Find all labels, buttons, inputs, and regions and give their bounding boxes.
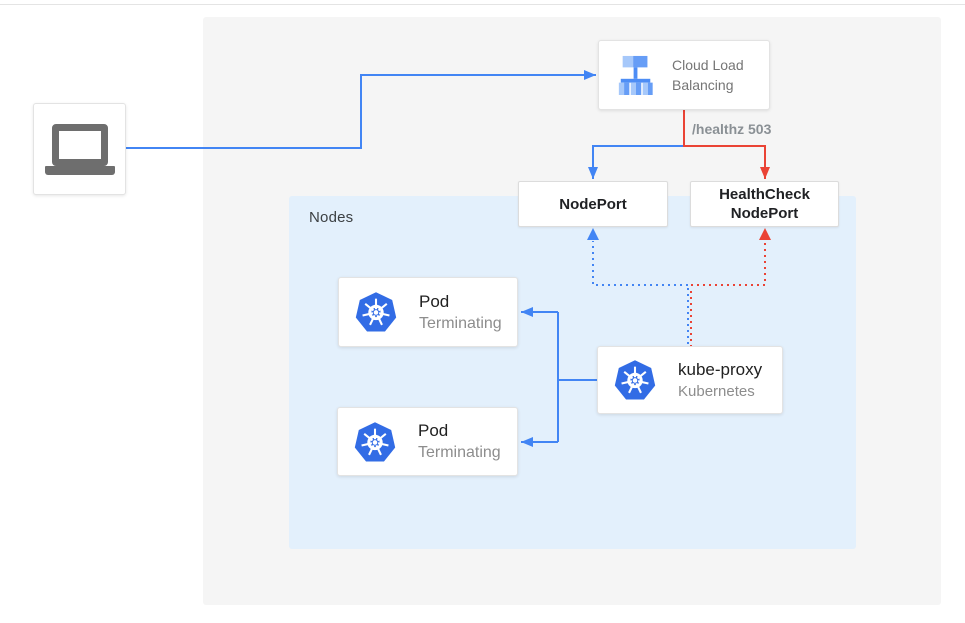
kube-proxy-title: kube-proxy: [678, 359, 763, 379]
laptop-screen: [51, 123, 108, 166]
pod-node-2: Pod Terminating: [337, 407, 518, 476]
kubernetes-icon: [612, 357, 658, 403]
healthz-label: /healthz 503: [692, 121, 772, 137]
pod-status: Terminating: [418, 444, 501, 461]
load-balancer-icon: [615, 55, 657, 95]
healthcheck-nodeport-node: HealthCheck NodePort: [690, 181, 839, 227]
top-divider: [0, 4, 965, 5]
cloud-load-balancing-node: Cloud Load Balancing: [598, 40, 770, 110]
nodeport-label: NodePort: [559, 195, 627, 213]
client-node: [33, 103, 126, 195]
client-to-lb-arrow: [126, 70, 596, 149]
pod-node-1: Pod Terminating: [338, 277, 518, 347]
healthcheck-label-line1: HealthCheck: [719, 186, 810, 203]
dotted-arrowhead-blue: [587, 228, 599, 240]
kubeproxy-to-healthcheck-dotted: [691, 241, 766, 286]
pod-status: Terminating: [419, 314, 502, 332]
kube-proxy-subtitle: Kubernetes: [678, 382, 755, 400]
nodeport-node: NodePort: [518, 181, 668, 227]
pod-title: Pod: [418, 421, 449, 440]
kube-proxy-node: kube-proxy Kubernetes: [597, 346, 783, 414]
kubernetes-icon: [353, 289, 399, 335]
laptop-base: [44, 165, 115, 175]
nodes-label: Nodes: [309, 209, 354, 226]
laptop-icon: [44, 123, 115, 175]
healthcheck-label-line2: NodePort: [730, 205, 799, 222]
kubernetes-icon: [352, 419, 398, 465]
cloud-load-balancing-label: Cloud Load Balancing: [672, 57, 744, 93]
kubeproxy-to-nodeport-dotted: [592, 241, 688, 286]
kubeproxy-to-pods-line: [557, 312, 597, 442]
lb-to-nodeport-arrow: [588, 145, 684, 179]
dotted-arrowhead-red: [759, 228, 771, 240]
lb-to-healthcheck-arrow: [683, 110, 770, 179]
pod-title: Pod: [419, 291, 450, 311]
